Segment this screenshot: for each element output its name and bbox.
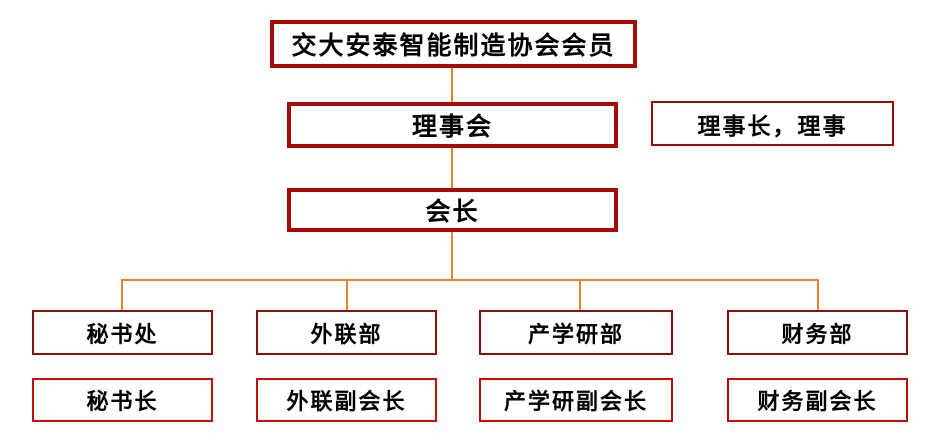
node-dept3-label: 产学研部 xyxy=(527,322,624,348)
node-board-label: 理事会 xyxy=(411,112,493,141)
node-dept-outreach[interactable]: 外联部 xyxy=(256,310,437,355)
connector-president-to-bus xyxy=(451,230,453,280)
node-dept-finance[interactable]: 财务部 xyxy=(727,310,908,355)
node-members[interactable]: 交大安泰智能制造协会会员 xyxy=(270,20,637,68)
node-president[interactable]: 会长 xyxy=(287,188,618,232)
node-role2-label: 外联副会长 xyxy=(286,390,407,415)
node-members-label: 交大安泰智能制造协会会员 xyxy=(291,31,616,60)
node-role3-label: 产学研副会长 xyxy=(503,390,648,415)
node-president-label: 会长 xyxy=(425,197,480,226)
node-dept2-label: 外联部 xyxy=(310,322,383,348)
node-role-finance-vice-president[interactable]: 财务副会长 xyxy=(727,378,908,422)
connector-board-to-president xyxy=(451,147,453,189)
node-dept-industry-research[interactable]: 产学研部 xyxy=(479,310,673,355)
node-role-outreach-vice-president[interactable]: 外联副会长 xyxy=(256,378,437,422)
connector-department-bus xyxy=(121,279,819,281)
node-board-note[interactable]: 理事长，理事 xyxy=(651,101,894,146)
node-role4-label: 财务副会长 xyxy=(757,390,878,415)
node-role1-label: 秘书长 xyxy=(86,390,159,415)
node-role-secretary-general[interactable]: 秘书长 xyxy=(32,378,213,422)
connector-bus-to-dept2 xyxy=(346,279,348,311)
connector-bus-to-dept1 xyxy=(121,279,123,311)
node-role-industry-research-vice-president[interactable]: 产学研副会长 xyxy=(479,378,673,422)
node-board-note-label: 理事长，理事 xyxy=(697,113,848,140)
connector-bus-to-dept3 xyxy=(579,279,581,311)
connector-bus-to-dept4 xyxy=(817,279,819,311)
node-dept-secretariat[interactable]: 秘书处 xyxy=(32,310,213,355)
connector-members-to-board xyxy=(451,67,453,103)
node-board[interactable]: 理事会 xyxy=(287,102,618,148)
node-dept1-label: 秘书处 xyxy=(86,322,159,348)
node-dept4-label: 财务部 xyxy=(781,322,854,348)
